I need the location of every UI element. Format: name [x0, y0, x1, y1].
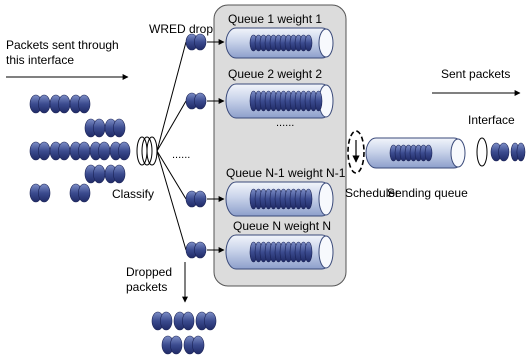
queue-label-n: Queue N weight N	[233, 219, 331, 233]
packet-icon	[89, 141, 111, 161]
classifier-fanout	[156, 41, 187, 251]
packet-icon	[185, 241, 207, 259]
ellipsis-mid: ......	[276, 117, 294, 129]
packet-icon	[289, 90, 303, 112]
packet-icon	[419, 144, 433, 162]
outgoing-packets	[490, 142, 526, 162]
queue-label-n-1: Queue N-1 weight N-1	[226, 166, 346, 180]
packet-icon	[151, 311, 173, 331]
packet-icon	[109, 141, 131, 161]
packet-icon	[173, 311, 195, 331]
queue-pipes	[225, 27, 334, 270]
packet-icon	[84, 164, 106, 184]
packet-icon	[49, 141, 71, 161]
dropped-label-line2: packets	[126, 280, 167, 294]
packet-icon	[84, 118, 106, 138]
wred-drop-label: WRED drop	[149, 22, 213, 36]
packet-icon	[104, 118, 126, 138]
packet-icon	[183, 335, 205, 355]
sent-packets-label: Sent packets	[441, 67, 510, 81]
queue-pipe	[225, 234, 334, 270]
packet-icon	[195, 311, 217, 331]
queue-pipe	[225, 27, 334, 59]
packet-icon	[29, 141, 51, 161]
packet-icon	[299, 188, 313, 210]
packet-icon	[185, 33, 207, 51]
packets-in-label-line1: Packets sent through	[6, 38, 119, 52]
packet-icon	[510, 142, 526, 162]
queue-label-2: Queue 2 weight 2	[228, 67, 322, 81]
packet-icon	[309, 90, 323, 112]
sending-queue-label: Sending queue	[387, 186, 468, 200]
queue-pipe	[225, 181, 334, 217]
sending-queue-pipe	[365, 137, 466, 169]
packet-icon	[29, 94, 51, 114]
queue-pipe	[225, 83, 334, 119]
dropped-label-line1: Dropped	[126, 265, 172, 279]
packets-in-label-line2: this interface	[6, 53, 74, 67]
scheduler-label: Scheduler	[345, 186, 399, 200]
ellipsis-left: ......	[172, 149, 190, 161]
queue-label-1: Queue 1 weight 1	[228, 12, 322, 26]
packet-icon	[161, 335, 183, 355]
interface-icon	[476, 137, 488, 167]
scheduler-icon	[347, 130, 365, 174]
packet-icon	[299, 34, 313, 52]
packet-icon	[185, 190, 207, 208]
packet-icon	[29, 183, 51, 203]
packet-icon	[69, 141, 91, 161]
packet-icon	[69, 183, 91, 203]
classify-label: Classify	[112, 187, 154, 201]
classifier-icon	[136, 136, 158, 166]
interface-label: Interface	[468, 113, 515, 127]
packet-icon	[49, 94, 71, 114]
packet-icon	[104, 164, 126, 184]
packet-icon	[185, 92, 207, 110]
packet-icon	[69, 94, 91, 114]
dropped-packets	[151, 311, 217, 355]
packet-icon	[299, 241, 313, 263]
packet-icon	[490, 142, 510, 162]
incoming-packets	[29, 94, 131, 203]
wred-drop-packets	[185, 33, 225, 259]
queue-pipe	[365, 137, 466, 169]
